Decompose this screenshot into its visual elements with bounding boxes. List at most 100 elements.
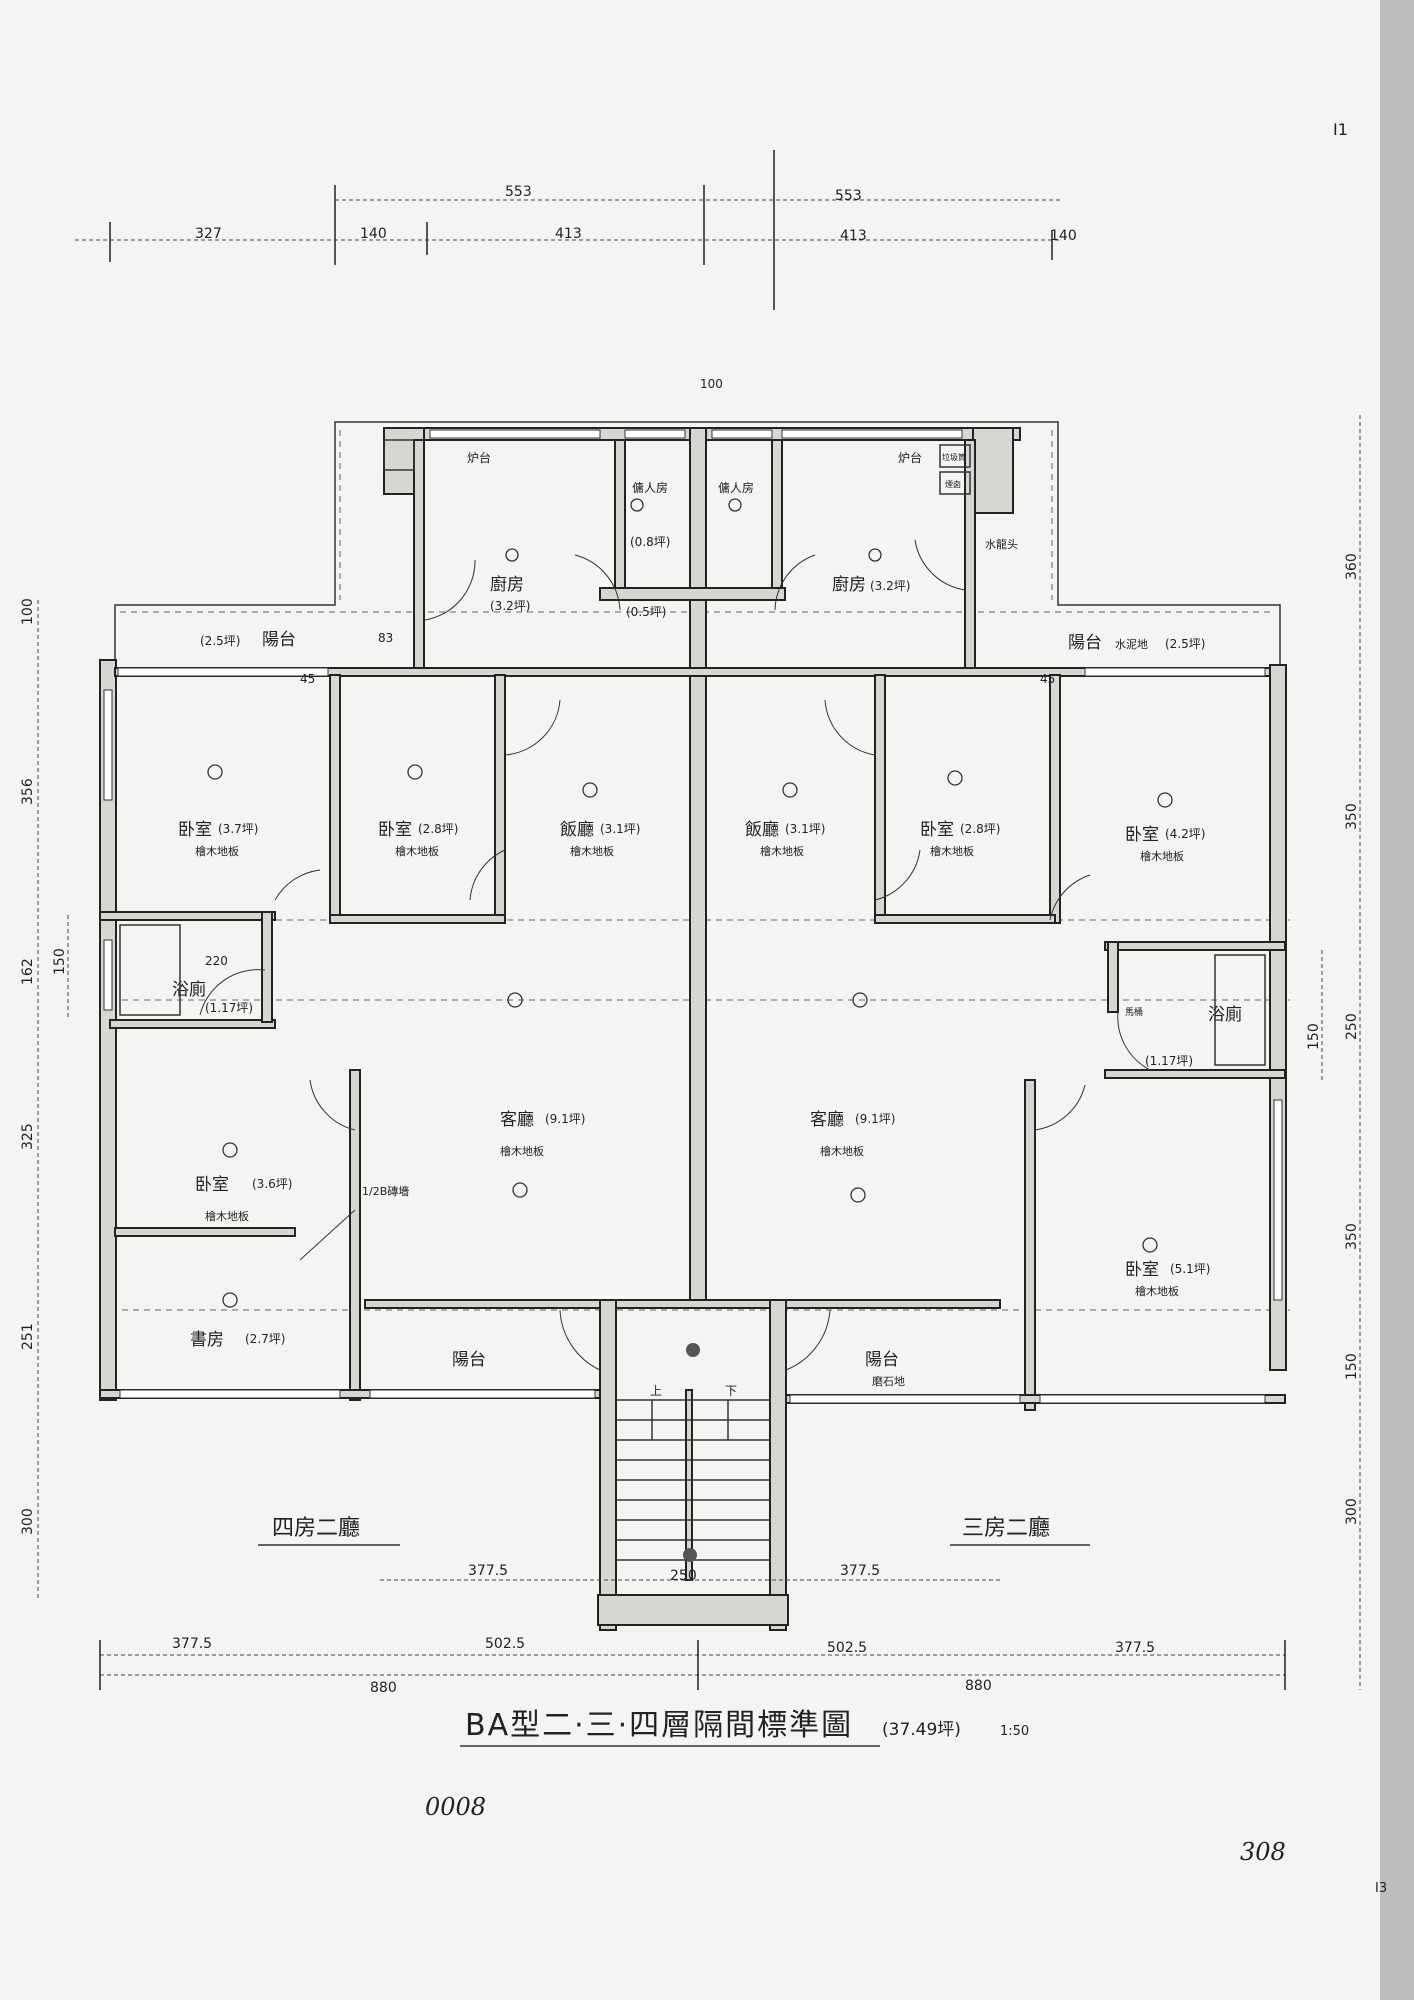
dim-lower-377-5-left: 377.5 [172, 1636, 212, 1652]
room-living-left-area: (9.1坪) [545, 1112, 585, 1126]
stair-up-label: 上 [650, 1384, 662, 1398]
dim-left-251: 251 [20, 1323, 36, 1350]
stair-light-icon-lower [683, 1548, 697, 1562]
room-dining-left-floor: 檜木地板 [570, 844, 614, 858]
room-servant-left: 傭人房 [632, 480, 668, 495]
balcony-top-right: 陽台 [1068, 633, 1102, 653]
dim-top-553-left: 553 [505, 184, 532, 200]
faucet-label: 水龍头 [985, 537, 1018, 551]
stair-down-label: 下 [725, 1384, 737, 1398]
dim-220: 220 [205, 954, 228, 968]
room-living-right-area: (9.1坪) [855, 1112, 895, 1126]
page-number-handwritten: 308 [1240, 1838, 1286, 1866]
room-bedroom-1: 卧室 [178, 820, 212, 840]
room-bedroom-6-floor: 檜木地板 [1135, 1284, 1179, 1298]
dim-top-140-left: 140 [360, 226, 387, 242]
dim-right-350-lower: 350 [1344, 1223, 1360, 1250]
dim-right-350: 350 [1344, 803, 1360, 830]
room-bedroom-6: 卧室 [1125, 1260, 1159, 1280]
dim-left-325: 325 [20, 1123, 36, 1150]
room-bath-left: 浴廁 [172, 979, 206, 1000]
room-study-area: (2.7坪) [245, 1332, 285, 1346]
title-area: (37.49坪) [882, 1720, 961, 1740]
balcony-bottom-left: 陽台 [452, 1350, 486, 1370]
room-bath-left-area: (1.17坪) [205, 1001, 253, 1015]
dim-top-140-right: 140 [1050, 228, 1077, 244]
room-bedroom-6-area: (5.1坪) [1170, 1262, 1210, 1276]
toilet-label: 馬桶 [1125, 1006, 1143, 1018]
dim-bottom-250: 250 [670, 1568, 697, 1584]
dim-right-150: 150 [1344, 1353, 1360, 1380]
room-kitchen-left-area: (3.2坪) [490, 599, 530, 613]
room-bedroom-3-area: (2.8坪) [960, 822, 1000, 836]
dim-right-250: 250 [1344, 1013, 1360, 1040]
room-washroom-area: (0.5坪) [626, 605, 666, 619]
dim-right-360: 360 [1344, 553, 1360, 580]
room-bedroom-1-area: (3.7坪) [218, 822, 258, 836]
room-bath-right-area: (1.17坪) [1145, 1054, 1193, 1068]
balcony-bottom-right-floor: 磨石地 [872, 1375, 905, 1388]
dim-bottom-377-5-right: 377.5 [840, 1563, 880, 1579]
title-main: BA型二·三·四層隔間標準圖 [465, 1708, 853, 1743]
room-bedroom-2-area: (2.8坪) [418, 822, 458, 836]
stove-right-label: 炉台 [898, 450, 922, 465]
room-dining-right-floor: 檜木地板 [760, 844, 804, 858]
room-dining-right-area: (3.1坪) [785, 822, 825, 836]
dim-45-left: 45 [300, 672, 315, 686]
balcony-bottom-right: 陽台 [865, 1350, 899, 1370]
dim-left-150: 150 [52, 948, 68, 975]
room-servant-right: 傭人房 [718, 480, 754, 495]
room-bedroom-5-floor: 檜木地板 [205, 1209, 249, 1223]
dim-top-413-right: 413 [840, 228, 867, 244]
balcony-top-right-area: (2.5坪) [1165, 637, 1205, 651]
drawing-title: BA型二·三·四層隔間標準圖 (37.49坪) 1:50 [460, 1708, 1029, 1747]
room-dining-right: 飯廳 [745, 820, 779, 840]
room-bedroom-4: 卧室 [1125, 825, 1159, 845]
dim-83: 83 [378, 631, 393, 645]
fixtures: 炉台 炉台 垃圾筒 煙囱 水龍头 1/2B磚墻 馬桶 上 下 [119, 439, 1266, 1398]
dim-top-413-left: 413 [555, 226, 582, 242]
corner-mark-top: I1 [1333, 120, 1348, 139]
scan-edge [1380, 0, 1414, 2000]
dim-left-162: 162 [20, 958, 36, 985]
room-kitchen-left: 廚房 [490, 574, 524, 595]
dim-45-right: 45 [1040, 672, 1055, 686]
room-labels: 廚房 (3.2坪) 廚房 (3.2坪) 傭人房 (0.8坪) 傭人房 (0.5坪… [172, 480, 1242, 1350]
room-living-left: 客廳 [500, 1110, 534, 1130]
garbage-chute-label: 垃圾筒 [942, 452, 966, 462]
room-study: 書房 [190, 1330, 224, 1350]
room-bedroom-4-floor: 檜木地板 [1140, 849, 1184, 863]
dim-total-880-right: 880 [965, 1678, 992, 1694]
windows [103, 429, 1283, 1404]
room-dining-left-area: (3.1坪) [600, 822, 640, 836]
left-dimensions: 100 356 162 150 325 251 300 [20, 598, 69, 1600]
title-scale: 1:50 [1000, 1724, 1029, 1739]
dim-lower-502-5-right: 502.5 [827, 1640, 867, 1656]
room-bedroom-5: 卧室 [195, 1175, 229, 1195]
inner-dimensions: 100 83 45 45 220 [205, 377, 1055, 968]
balcony-labels: (2.5坪) 陽台 陽台 水泥地 (2.5坪) 陽台 陽台 磨石地 [200, 630, 1205, 1388]
dim-left-100: 100 [20, 598, 36, 625]
chimney-label: 煙囱 [945, 479, 961, 489]
room-bedroom-1-floor: 檜木地板 [195, 844, 239, 858]
brick-wall-label: 1/2B磚墻 [362, 1184, 409, 1198]
doors [199, 539, 1151, 1371]
room-bedroom-3-floor: 檜木地板 [930, 844, 974, 858]
dim-right-300: 300 [1344, 1498, 1360, 1525]
room-bedroom-2-floor: 檜木地板 [395, 844, 439, 858]
dim-left-356: 356 [20, 778, 36, 805]
bottom-dimensions: 377.5 250 377.5 377.5 502.5 502.5 377.5 … [99, 1563, 1286, 1696]
room-living-left-floor: 檜木地板 [500, 1144, 544, 1158]
sheet-code-handwritten: 0008 [425, 1793, 486, 1821]
balcony-top-right-floor: 水泥地 [1115, 638, 1148, 651]
dim-top-553-right: 553 [835, 188, 862, 204]
room-kitchen-right: 廚房 [832, 574, 866, 595]
room-servant-left-area: (0.8坪) [630, 535, 670, 549]
right-dimensions: 360 350 250 150 350 150 300 [1306, 415, 1361, 1690]
room-kitchen-right-area: (3.2坪) [870, 579, 910, 593]
dim-left-300: 300 [20, 1508, 36, 1535]
dim-total-880-left: 880 [370, 1680, 397, 1696]
balcony-top-left-area: (2.5坪) [200, 634, 240, 648]
room-bedroom-2: 卧室 [378, 820, 412, 840]
